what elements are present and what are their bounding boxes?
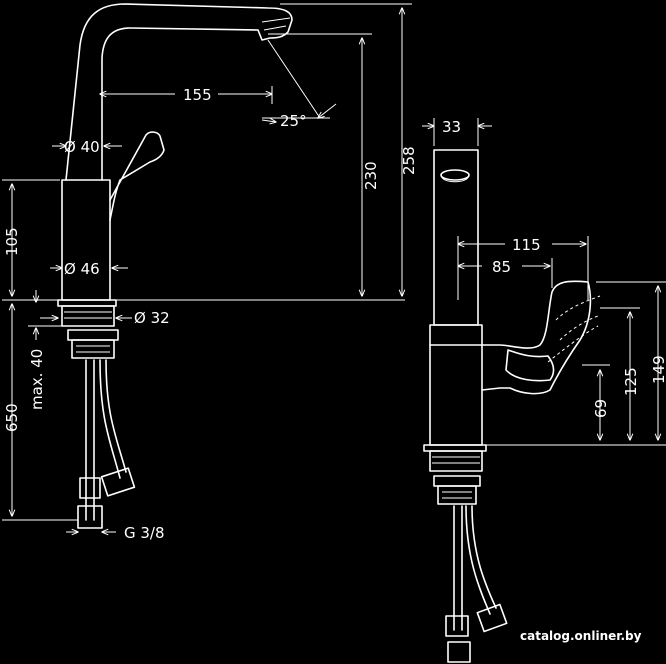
side-lever [481,280,592,395]
deck-nut [61,305,115,327]
dim-dia-32: Ø 32 [134,309,170,327]
front-view [57,3,330,529]
dim-max-40: max. 40 [28,349,46,410]
side-body [429,324,483,446]
dim-155: 155 [183,86,212,104]
dim-258: 258 [400,146,418,175]
watermark: catalog.onliner.by [520,629,642,643]
hose-connector [77,505,103,529]
dim-69: 69 [592,399,610,418]
dim-25-deg: 25° [280,112,307,130]
dim-85: 85 [492,258,511,276]
dim-125: 125 [622,367,640,396]
spout [65,3,293,181]
dim-33: 33 [442,118,461,136]
body [61,179,111,301]
lever [109,131,165,221]
dim-dia-46: Ø 46 [64,260,100,278]
side-dimensions [422,118,666,446]
side-view [423,149,601,663]
dim-149: 149 [650,355,666,384]
dim-230: 230 [362,161,380,190]
dim-g-3-8: G 3/8 [124,524,165,542]
dim-115: 115 [512,236,541,254]
hose-right [99,359,121,479]
front-dimensions [2,3,412,532]
dim-dia-40: Ø 40 [64,138,100,156]
dim-650: 650 [3,403,21,432]
dim-105: 105 [3,227,21,256]
